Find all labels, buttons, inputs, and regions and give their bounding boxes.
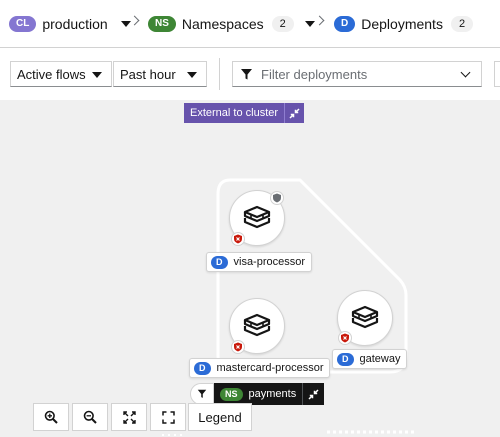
breadcrumb: CL production NS Namespaces 2 D Deployme… xyxy=(0,0,500,48)
flows-select-value: Active flows xyxy=(17,66,86,82)
external-to-cluster-group[interactable]: External to cluster xyxy=(184,103,305,123)
deployment-badge: D xyxy=(337,352,354,366)
filter-icon xyxy=(197,389,207,398)
alert-shield-icon xyxy=(338,331,352,345)
reset-view-button[interactable] xyxy=(150,403,186,431)
filter-namespace-button[interactable] xyxy=(190,383,214,405)
node-label-gateway[interactable]: D gateway xyxy=(332,349,408,369)
node-label-mastercard-processor[interactable]: D mastercard-processor xyxy=(189,358,331,378)
node-name: visa-processor xyxy=(233,256,306,268)
toolbar-divider xyxy=(219,58,220,90)
deployments-label: Deployments xyxy=(361,16,443,32)
external-group-label: External to cluster xyxy=(184,103,285,123)
cluster-name: production xyxy=(42,16,108,32)
filter-deployments-select[interactable]: Filter deployments xyxy=(232,61,482,87)
deployment-icon xyxy=(243,313,271,337)
zoom-out-icon xyxy=(83,410,97,424)
caret-down-icon xyxy=(187,72,197,78)
caret-down-icon xyxy=(304,21,315,27)
zoom-out-button[interactable] xyxy=(72,403,108,431)
namespaces-label: Namespaces xyxy=(181,16,264,32)
node-name: mastercard-processor xyxy=(216,362,324,374)
flows-select[interactable]: Active flows xyxy=(10,61,112,87)
time-range-select[interactable]: Past hour xyxy=(113,61,207,87)
collapse-icon xyxy=(289,107,300,119)
fit-to-screen-icon xyxy=(122,410,136,424)
deployment-badge: D xyxy=(334,16,356,32)
reset-view-icon xyxy=(161,410,175,424)
cluster-selector[interactable]: CL production xyxy=(9,13,131,35)
zoom-in-button[interactable] xyxy=(33,403,69,431)
node-label-visa-processor[interactable]: D visa-processor xyxy=(206,252,313,272)
namespace-name: payments xyxy=(248,388,297,400)
node-name: gateway xyxy=(359,353,401,365)
deployments-selector[interactable]: D Deployments 2 xyxy=(334,13,474,35)
network-policy-icon xyxy=(270,191,284,205)
collapse-group-button[interactable] xyxy=(284,103,305,123)
caret-down-icon xyxy=(120,21,131,27)
collapse-group-button[interactable] xyxy=(302,383,325,405)
namespaces-selector[interactable]: NS Namespaces 2 xyxy=(148,13,315,35)
namespace-badge: NS xyxy=(148,16,176,32)
zoom-in-icon xyxy=(44,410,58,424)
namespace-group-label: NS payments xyxy=(214,383,303,405)
legend-button[interactable]: Legend xyxy=(188,403,252,431)
namespace-badge: NS xyxy=(220,387,243,401)
deployment-badge: D xyxy=(211,255,228,269)
time-range-value: Past hour xyxy=(120,66,176,82)
deployments-count: 2 xyxy=(450,16,474,32)
filter-icon xyxy=(241,68,252,79)
caret-down-icon xyxy=(92,72,102,78)
alert-shield-icon xyxy=(231,340,245,354)
toolbar: Active flows Past hour Filter deployment… xyxy=(0,48,500,100)
namespaces-count: 2 xyxy=(271,16,294,32)
namespace-group-payments[interactable]: NS payments xyxy=(190,383,325,405)
deployment-icon xyxy=(351,305,379,329)
deployment-badge: D xyxy=(194,361,211,375)
collapse-icon xyxy=(308,388,319,400)
toolbar-overflow-control[interactable] xyxy=(494,61,500,87)
deployment-icon xyxy=(243,205,271,229)
alert-shield-icon xyxy=(231,232,245,246)
fit-to-screen-button[interactable] xyxy=(111,403,147,431)
cluster-badge: CL xyxy=(9,16,37,32)
filter-placeholder: Filter deployments xyxy=(261,66,368,82)
